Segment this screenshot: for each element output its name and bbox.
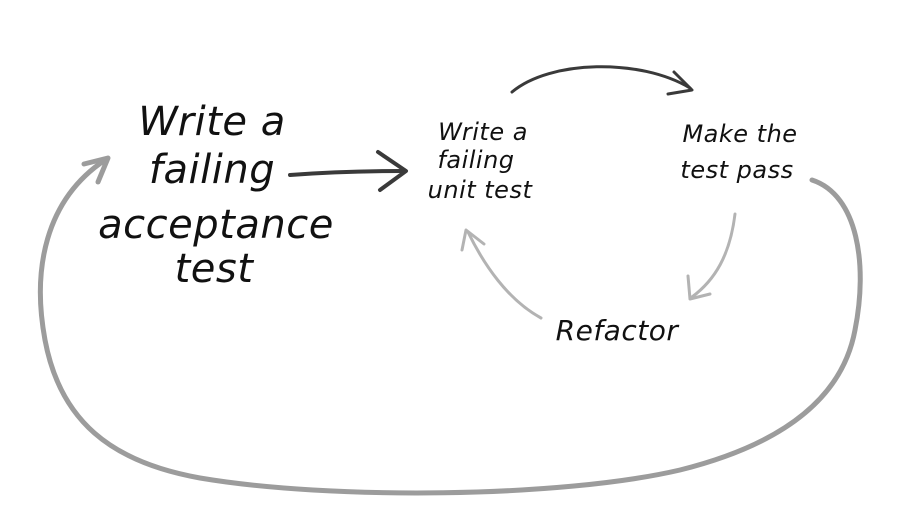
unit-to-pass-arrow (510, 65, 694, 96)
refactor-label: Refactor (556, 314, 680, 347)
outer-loop-arrow (37, 155, 863, 496)
pass-line-2: test pass (680, 156, 793, 184)
unit-line-3: unit test (428, 176, 534, 204)
acceptance-line-4: test (175, 246, 255, 292)
unit-line-2: failing (437, 146, 514, 174)
pass-to-refactor-arrow (686, 212, 737, 301)
refactor-to-unit-arrow (460, 228, 543, 320)
acceptance-to-unit-arrow (288, 150, 408, 192)
acceptance-line-1: Write a (138, 99, 285, 145)
acceptance-line-3: acceptance (98, 202, 334, 248)
acceptance-line-2: failing (149, 147, 275, 193)
node-refactor: Refactor (556, 314, 680, 347)
pass-line-1: Make the (682, 120, 797, 148)
node-acceptance-test: Write a failing acceptance test (98, 99, 334, 292)
unit-line-1: Write a (438, 118, 528, 146)
node-make-test-pass: Make the test pass (680, 120, 797, 184)
node-unit-test: Write a failing unit test (428, 118, 534, 204)
